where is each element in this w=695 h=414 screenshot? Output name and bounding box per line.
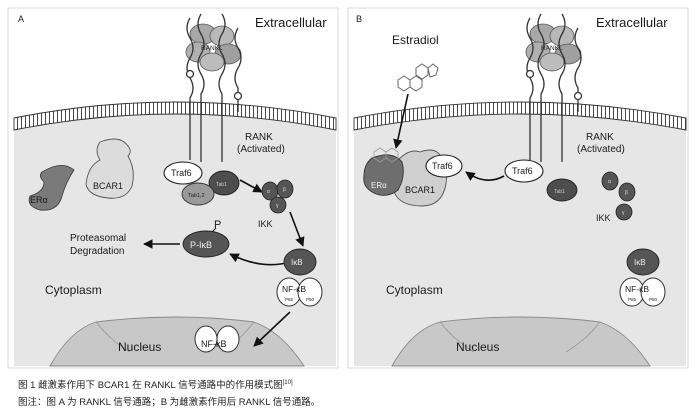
rank-label: RANK bbox=[586, 132, 614, 143]
tab1-protein bbox=[208, 170, 240, 196]
extracellular-label: Extracellular bbox=[255, 15, 327, 30]
panel-a: A Extracellular RANKL RANK (Activated) E… bbox=[7, 7, 339, 369]
ikk-label: IKK bbox=[258, 219, 273, 229]
traf6-protein bbox=[163, 161, 203, 185]
arrow-to-nucleus bbox=[253, 311, 291, 347]
ikk-alpha-label: α bbox=[608, 179, 611, 185]
p50-label: P50 bbox=[649, 297, 658, 302]
tab1-label: Tab1 bbox=[216, 182, 227, 188]
nfkb-label: NF-κB bbox=[625, 284, 649, 294]
cytoplasm-label: Cytoplasm bbox=[386, 283, 443, 297]
ikk-complex: α β γ bbox=[601, 171, 636, 221]
ikk-beta-label: β bbox=[625, 190, 628, 196]
tab12-label: Tab1,2 bbox=[188, 193, 205, 199]
degradation-label: Degradation bbox=[70, 246, 124, 257]
nucleus-nfkb-label: NF-κB bbox=[201, 339, 227, 349]
p65-label: P65 bbox=[285, 297, 294, 302]
estradiol-molecule bbox=[397, 63, 439, 92]
er-alpha-label: ERα bbox=[30, 195, 48, 205]
arrow-to-ikk bbox=[239, 179, 263, 193]
tab1-protein bbox=[546, 178, 578, 202]
rank-label: RANK bbox=[245, 132, 273, 143]
nucleus-label: Nucleus bbox=[456, 340, 499, 354]
bcar1-protein bbox=[85, 138, 134, 199]
rank-receptor bbox=[185, 13, 243, 162]
ikk-complex: α β γ bbox=[261, 179, 294, 214]
cell-membrane bbox=[13, 101, 337, 131]
rankl-label: RANKL bbox=[201, 45, 223, 52]
p50-label: P50 bbox=[306, 297, 315, 302]
p65-label: P65 bbox=[628, 297, 637, 302]
panel-b: B Extracellular Estradiol RANKL bbox=[347, 7, 689, 369]
estradiol-label: Estradiol bbox=[392, 33, 439, 47]
traf6-bound-label: Traf6 bbox=[432, 161, 453, 171]
rank-activated-label: (Activated) bbox=[577, 144, 625, 155]
traf6-protein bbox=[504, 159, 544, 183]
p-ikb-label: P-IκB bbox=[190, 240, 212, 250]
figure-caption-title: 图 1 雌激素作用下 BCAR1 在 RANKL 信号通路中的作用模式图 bbox=[18, 380, 283, 391]
proteasomal-label: Proteasomal bbox=[70, 233, 126, 244]
nfkb-label: NF-κB bbox=[282, 284, 306, 294]
ikk-gamma-label: γ bbox=[622, 210, 625, 216]
nucleus-label: Nucleus bbox=[118, 340, 161, 354]
panel-letter: A bbox=[18, 14, 24, 24]
tab12-protein bbox=[181, 182, 215, 206]
nucleus-region bbox=[391, 316, 651, 367]
arrow-to-ikb bbox=[289, 211, 305, 247]
figure-note: 图注：图 A 为 RANKL 信号通路；B 为雌激素作用后 RANKL 信号通路… bbox=[18, 397, 321, 408]
figure-caption: 图 1 雌激素作用下 BCAR1 在 RANKL 信号通路中的作用模式图[10] bbox=[18, 377, 293, 391]
ikk-label: IKK bbox=[596, 213, 611, 223]
rankl-ligand: RANKL bbox=[525, 23, 582, 72]
ikb-label: IκB bbox=[291, 258, 303, 267]
arrow-estradiol-to-er bbox=[393, 93, 409, 149]
ikk-gamma-label: γ bbox=[276, 203, 279, 209]
phospho-marker: P bbox=[214, 219, 221, 231]
er-alpha-label: ERα bbox=[371, 181, 387, 190]
ikk-alpha-label: α bbox=[267, 189, 270, 195]
er-alpha-protein bbox=[28, 165, 75, 211]
traf6-label: Traf6 bbox=[171, 168, 192, 178]
er-alpha-protein bbox=[363, 154, 404, 196]
rankl-ligand: RANKL bbox=[185, 23, 242, 72]
rankl-signaling-figure: A Extracellular RANKL RANK (Activated) E… bbox=[7, 7, 689, 369]
p-ikb-protein bbox=[182, 230, 230, 258]
figure-caption-reference: [10] bbox=[282, 379, 293, 386]
ikk-beta-label: β bbox=[283, 187, 286, 193]
extracellular-label: Extracellular bbox=[596, 15, 668, 30]
nucleus-region bbox=[49, 316, 305, 367]
rank-activated-label: (Activated) bbox=[237, 144, 285, 155]
bcar1-label: BCAR1 bbox=[93, 181, 123, 191]
rank-receptor bbox=[525, 13, 583, 162]
tab1-label: Tab1 bbox=[554, 189, 565, 195]
panel-letter: B bbox=[356, 14, 362, 24]
traf6-label: Traf6 bbox=[512, 166, 533, 176]
ikb-protein bbox=[626, 248, 660, 276]
traf6-bound-protein bbox=[425, 154, 463, 178]
ikb-label: IκB bbox=[634, 258, 646, 267]
rankl-label: RANKL bbox=[541, 45, 563, 52]
ikb-protein bbox=[283, 248, 317, 276]
bcar1-label: BCAR1 bbox=[405, 185, 435, 195]
arrow-traf6-to-bcar1 bbox=[465, 171, 505, 181]
cell-membrane bbox=[353, 101, 687, 131]
cytoplasm-label: Cytoplasm bbox=[45, 283, 102, 297]
